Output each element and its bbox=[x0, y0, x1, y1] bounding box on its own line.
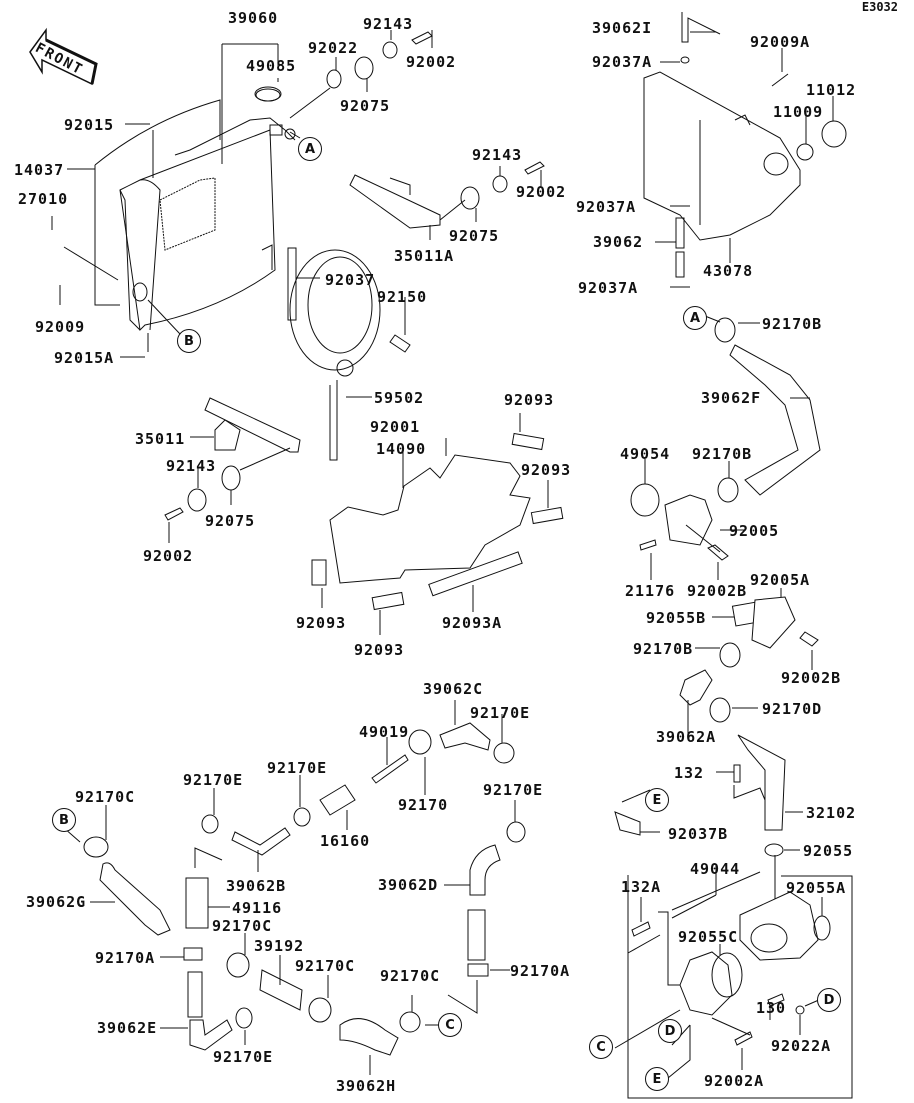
part-label-92170e-c[interactable]: 92170E bbox=[483, 781, 544, 799]
callout-d-bolt: D bbox=[817, 988, 841, 1012]
part-label-39062e[interactable]: 39062E bbox=[97, 1019, 158, 1037]
part-label-92022a[interactable]: 92022A bbox=[771, 1037, 832, 1055]
part-label-92037a-c[interactable]: 92037A bbox=[578, 279, 639, 297]
part-label-27010[interactable]: 27010 bbox=[18, 190, 69, 208]
radiator-drawing bbox=[95, 89, 295, 330]
part-label-92170a-b[interactable]: 92170A bbox=[510, 962, 571, 980]
part-label-92002b[interactable]: 92002B bbox=[687, 582, 748, 600]
part-label-92055c[interactable]: 92055C bbox=[678, 928, 739, 946]
part-label-92093-d[interactable]: 92093 bbox=[354, 641, 405, 659]
callout-b-hose: B bbox=[52, 808, 76, 832]
part-label-49054[interactable]: 49054 bbox=[620, 445, 671, 463]
part-label-92170b-c[interactable]: 92170B bbox=[633, 640, 694, 658]
part-label-92037a-b[interactable]: 92037A bbox=[576, 198, 637, 216]
part-label-92055b[interactable]: 92055B bbox=[646, 609, 707, 627]
part-label-32102[interactable]: 32102 bbox=[806, 804, 857, 822]
part-label-39062b[interactable]: 39062B bbox=[226, 877, 287, 895]
part-label-39062[interactable]: 39062 bbox=[593, 233, 644, 251]
part-label-92093[interactable]: 92093 bbox=[504, 391, 555, 409]
part-label-39062c[interactable]: 39062C bbox=[423, 680, 484, 698]
part-label-39062d[interactable]: 39062D bbox=[378, 876, 439, 894]
callout-a-radiator: A bbox=[298, 137, 322, 161]
part-label-92150[interactable]: 92150 bbox=[377, 288, 428, 306]
part-label-92170e-b[interactable]: 92170E bbox=[267, 759, 328, 777]
part-label-92015[interactable]: 92015 bbox=[64, 116, 115, 134]
part-label-49044[interactable]: 49044 bbox=[690, 860, 741, 878]
part-label-92170b[interactable]: 92170B bbox=[762, 315, 823, 333]
part-label-35011[interactable]: 35011 bbox=[135, 430, 186, 448]
callout-e-pump: E bbox=[645, 1067, 669, 1091]
callout-d-pump: D bbox=[658, 1019, 682, 1043]
part-label-92015a[interactable]: 92015A bbox=[54, 349, 115, 367]
part-label-92170a[interactable]: 92170A bbox=[95, 949, 156, 967]
part-label-39060[interactable]: 39060 bbox=[228, 9, 279, 27]
part-label-92143[interactable]: 92143 bbox=[363, 15, 414, 33]
part-label-92037b[interactable]: 92037B bbox=[668, 825, 729, 843]
part-label-92170d[interactable]: 92170D bbox=[762, 700, 823, 718]
part-label-92022[interactable]: 92022 bbox=[308, 39, 359, 57]
part-label-43078[interactable]: 43078 bbox=[703, 262, 754, 280]
part-label-92093a[interactable]: 92093A bbox=[442, 614, 503, 632]
part-label-92170b-b[interactable]: 92170B bbox=[692, 445, 753, 463]
part-label-92075-b[interactable]: 92075 bbox=[449, 227, 500, 245]
part-label-132[interactable]: 132 bbox=[674, 764, 705, 782]
part-label-39192[interactable]: 39192 bbox=[254, 937, 305, 955]
part-label-92093-c[interactable]: 92093 bbox=[296, 614, 347, 632]
part-label-92170c-b[interactable]: 92170C bbox=[212, 917, 273, 935]
part-label-130[interactable]: 130 bbox=[756, 999, 787, 1017]
part-label-92093-b[interactable]: 92093 bbox=[521, 461, 572, 479]
callout-b-radiator: B bbox=[177, 329, 201, 353]
part-label-92170e-d[interactable]: 92170E bbox=[183, 771, 244, 789]
part-label-92143-b[interactable]: 92143 bbox=[472, 146, 523, 164]
part-label-92075[interactable]: 92075 bbox=[340, 97, 391, 115]
part-label-14090[interactable]: 14090 bbox=[376, 440, 427, 458]
part-label-92037a[interactable]: 92037A bbox=[592, 53, 653, 71]
part-label-132a[interactable]: 132A bbox=[621, 878, 662, 896]
callout-a-hose: A bbox=[683, 306, 707, 330]
part-label-92001[interactable]: 92001 bbox=[370, 418, 421, 436]
part-label-92002-b[interactable]: 92002 bbox=[516, 183, 567, 201]
part-label-92170c[interactable]: 92170C bbox=[75, 788, 136, 806]
part-label-92170c-d[interactable]: 92170C bbox=[380, 967, 441, 985]
part-label-14037[interactable]: 14037 bbox=[14, 161, 65, 179]
part-label-39062f[interactable]: 39062F bbox=[701, 389, 762, 407]
part-label-39062h[interactable]: 39062H bbox=[336, 1077, 397, 1095]
part-label-92005a[interactable]: 92005A bbox=[750, 571, 811, 589]
part-label-92009[interactable]: 92009 bbox=[35, 318, 86, 336]
part-label-35011a[interactable]: 35011A bbox=[394, 247, 455, 265]
part-label-92170c-c[interactable]: 92170C bbox=[295, 957, 356, 975]
part-label-92170e-e[interactable]: 92170E bbox=[213, 1048, 274, 1066]
figure-code: E3032 bbox=[861, 0, 898, 14]
part-label-92005[interactable]: 92005 bbox=[729, 522, 780, 540]
part-label-16160[interactable]: 16160 bbox=[320, 832, 371, 850]
part-label-39062g[interactable]: 39062G bbox=[26, 893, 87, 911]
part-label-92055a[interactable]: 92055A bbox=[786, 879, 847, 897]
callout-c-hose: C bbox=[438, 1013, 462, 1037]
part-label-92002[interactable]: 92002 bbox=[406, 53, 457, 71]
part-label-49019[interactable]: 49019 bbox=[359, 723, 410, 741]
part-label-92009a[interactable]: 92009A bbox=[750, 33, 811, 51]
part-label-59502[interactable]: 59502 bbox=[374, 389, 425, 407]
callout-e-clamp: E bbox=[645, 788, 669, 812]
callout-c-pump: C bbox=[589, 1035, 613, 1059]
part-label-39062a[interactable]: 39062A bbox=[656, 728, 717, 746]
part-label-92002-c[interactable]: 92002 bbox=[143, 547, 194, 565]
part-label-92170[interactable]: 92170 bbox=[398, 796, 449, 814]
part-label-21176[interactable]: 21176 bbox=[625, 582, 676, 600]
part-label-39062i[interactable]: 39062I bbox=[592, 19, 653, 37]
part-label-92075-c[interactable]: 92075 bbox=[205, 512, 256, 530]
part-label-49116[interactable]: 49116 bbox=[232, 899, 283, 917]
part-label-92170e[interactable]: 92170E bbox=[470, 704, 531, 722]
part-label-49085[interactable]: 49085 bbox=[246, 57, 297, 75]
part-label-92055[interactable]: 92055 bbox=[803, 842, 854, 860]
part-label-11012[interactable]: 11012 bbox=[806, 81, 857, 99]
part-label-92143-c[interactable]: 92143 bbox=[166, 457, 217, 475]
part-label-92037[interactable]: 92037 bbox=[325, 271, 376, 289]
part-label-92002a[interactable]: 92002A bbox=[704, 1072, 765, 1090]
part-label-92002b-b[interactable]: 92002B bbox=[781, 669, 842, 687]
part-label-11009[interactable]: 11009 bbox=[773, 103, 824, 121]
